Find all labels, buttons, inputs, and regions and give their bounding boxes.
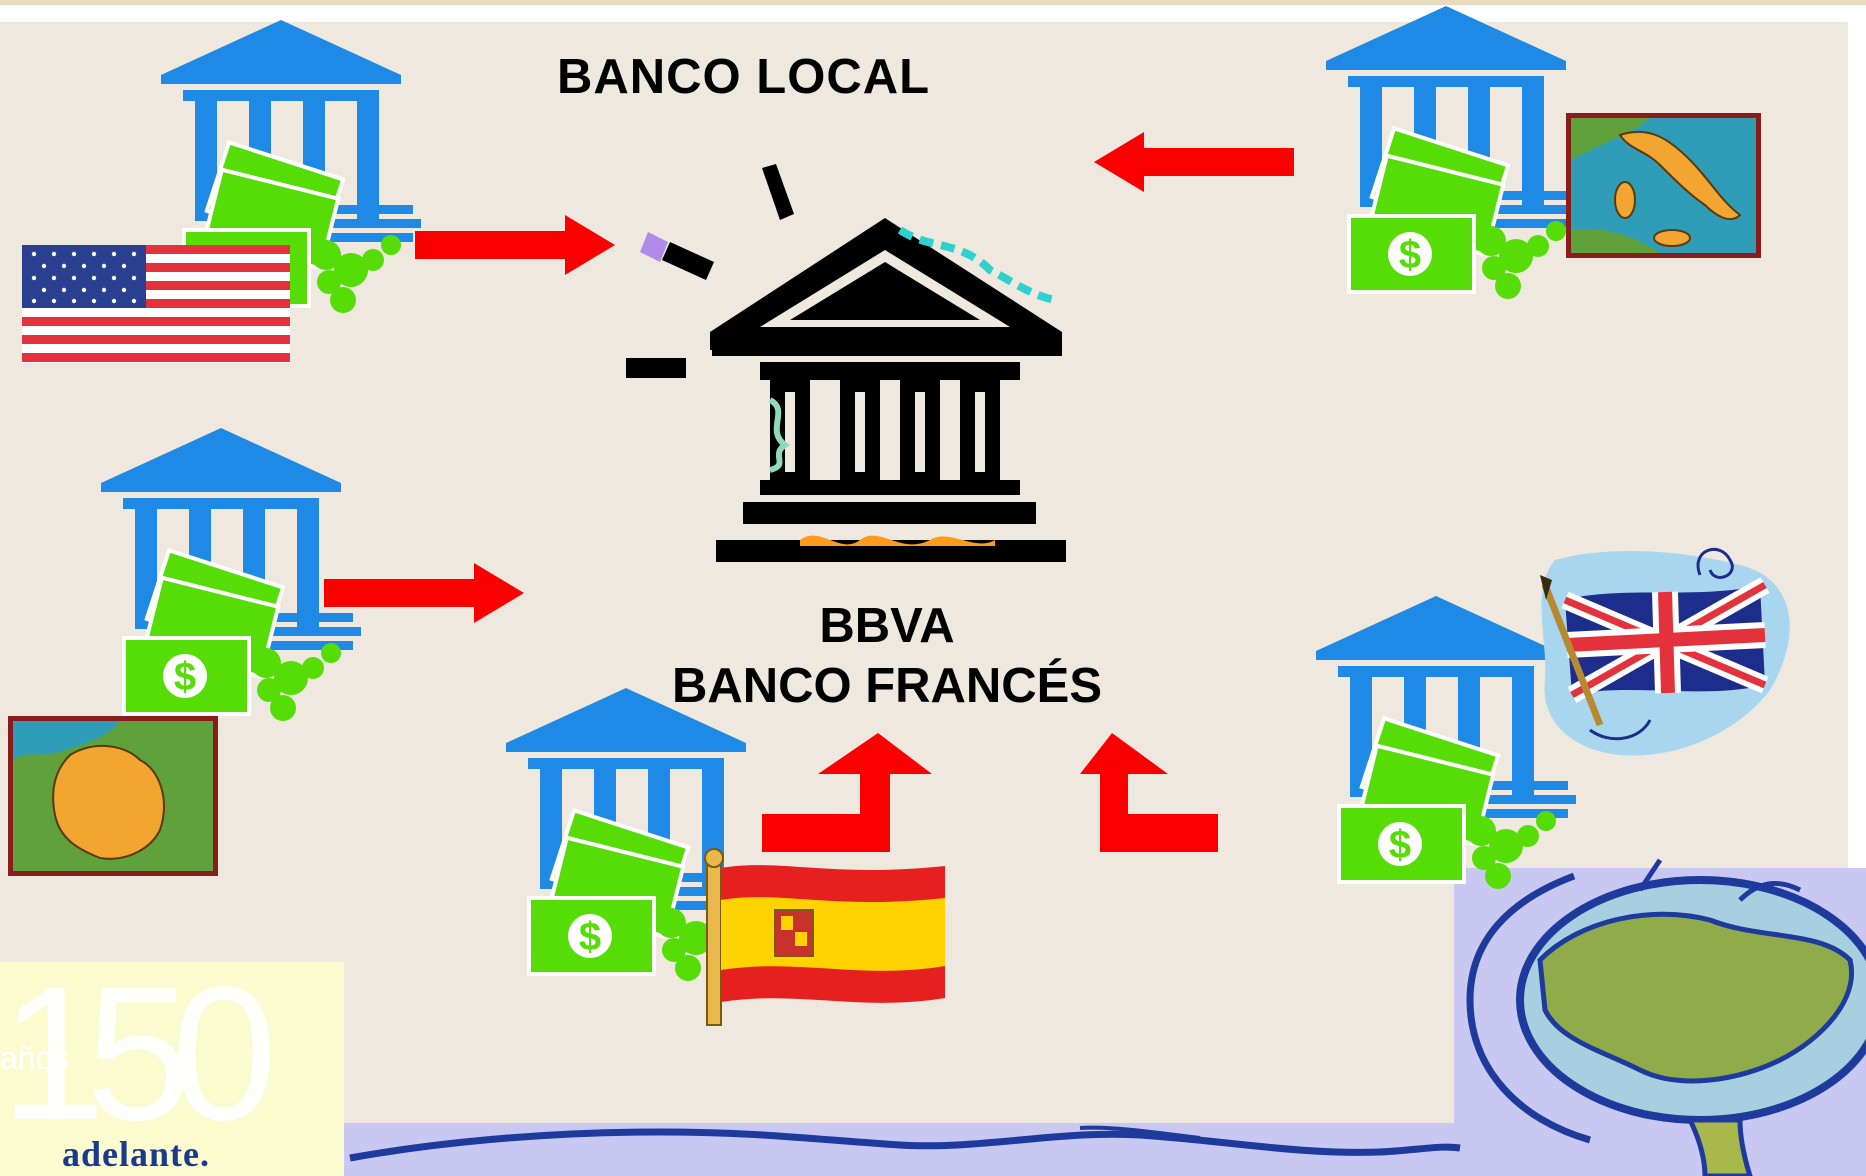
logo-panel [0, 962, 344, 1176]
italy-map [1566, 113, 1761, 258]
spain-flag [704, 848, 945, 1026]
title-banco-local: BANCO LOCAL [557, 50, 931, 104]
globe-icon [1466, 858, 1866, 1176]
uk-flag [1540, 547, 1790, 756]
arrow-italy-to-center [1094, 132, 1294, 192]
logo-wordmark: adelante. [62, 1134, 210, 1174]
arrow-uk-to-center [1080, 733, 1218, 852]
germany-map [8, 716, 218, 876]
arrow-usa-to-center [415, 215, 615, 275]
top-border [0, 0, 1866, 5]
label-bbva: BBVA [819, 599, 955, 653]
logo-anniversary-number: 150 [0, 948, 277, 1160]
usa-flag [22, 245, 290, 363]
logo-anniversary-unit: años [0, 1040, 70, 1076]
bank-italy [1324, 4, 1588, 301]
wave-line [349, 1128, 1461, 1162]
label-banco-frances: BANCO FRANCÉS [671, 659, 1103, 713]
bank-building-icon [626, 164, 1066, 562]
arrow-spain-to-center [762, 733, 932, 852]
